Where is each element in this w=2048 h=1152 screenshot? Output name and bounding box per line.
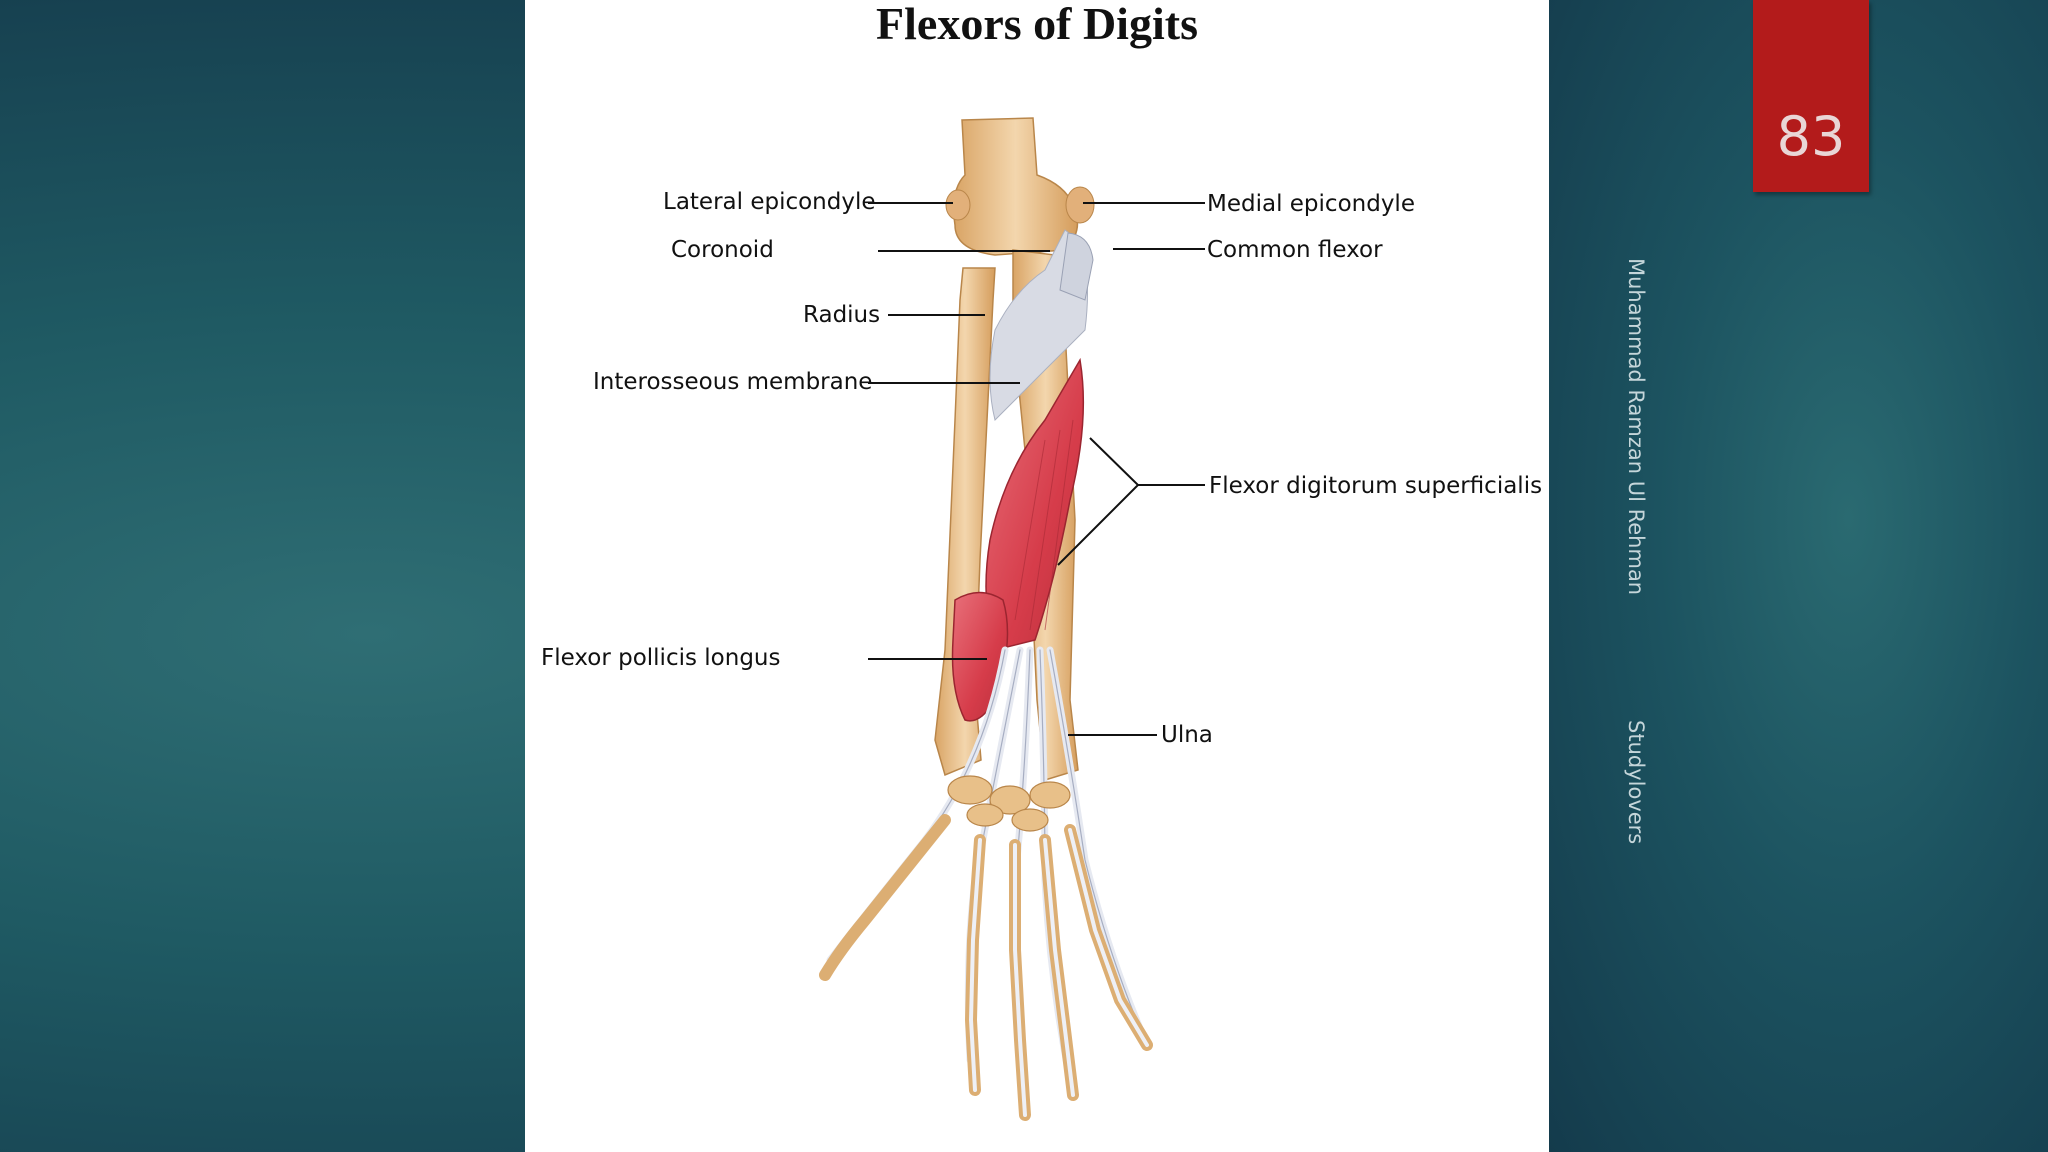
finger-bones xyxy=(819,814,1153,1121)
label-lateral-epicondyle: Lateral epicondyle xyxy=(663,189,876,215)
brand-credit: Studylovers xyxy=(1624,720,1648,845)
label-interosseous-membrane: Interosseous membrane xyxy=(593,369,873,395)
page-number: 83 xyxy=(1776,105,1846,168)
label-radius: Radius xyxy=(803,302,881,328)
leader-lines xyxy=(868,202,1205,736)
lateral-epicondyle-shape xyxy=(945,189,971,221)
flexor-digitorum-superficialis-shape xyxy=(985,357,1085,651)
label-flexor-digitorum-superficialis: Flexor digitorum superficialis xyxy=(1209,473,1543,499)
tendons-group xyxy=(826,646,1149,1094)
label-ulna: Ulna xyxy=(1161,722,1213,748)
humerus-shape xyxy=(953,117,1079,256)
medial-epicondyle-shape xyxy=(1065,186,1095,224)
figure-title: Flexors of Digits xyxy=(876,0,1198,49)
anatomy-figure: Flexors of Digits xyxy=(525,0,1549,1152)
label-common-flexor: Common flexor xyxy=(1207,237,1383,263)
page-number-badge: 83 xyxy=(1753,0,1869,192)
author-credit: Muhammad Ramzan Ul Rehman xyxy=(1624,258,1648,596)
label-coronoid: Coronoid xyxy=(671,237,774,263)
common-flexor-shape xyxy=(1059,232,1094,301)
label-medial-epicondyle: Medial epicondyle xyxy=(1207,191,1415,217)
radius-shape xyxy=(934,267,996,777)
carpal-bones xyxy=(947,775,1071,832)
label-flexor-pollicis-longus: Flexor pollicis longus xyxy=(541,645,781,671)
forearm-illustration xyxy=(819,117,1205,1121)
slide-background-right xyxy=(1549,0,2048,1152)
flexor-pollicis-longus-shape xyxy=(951,591,1009,722)
